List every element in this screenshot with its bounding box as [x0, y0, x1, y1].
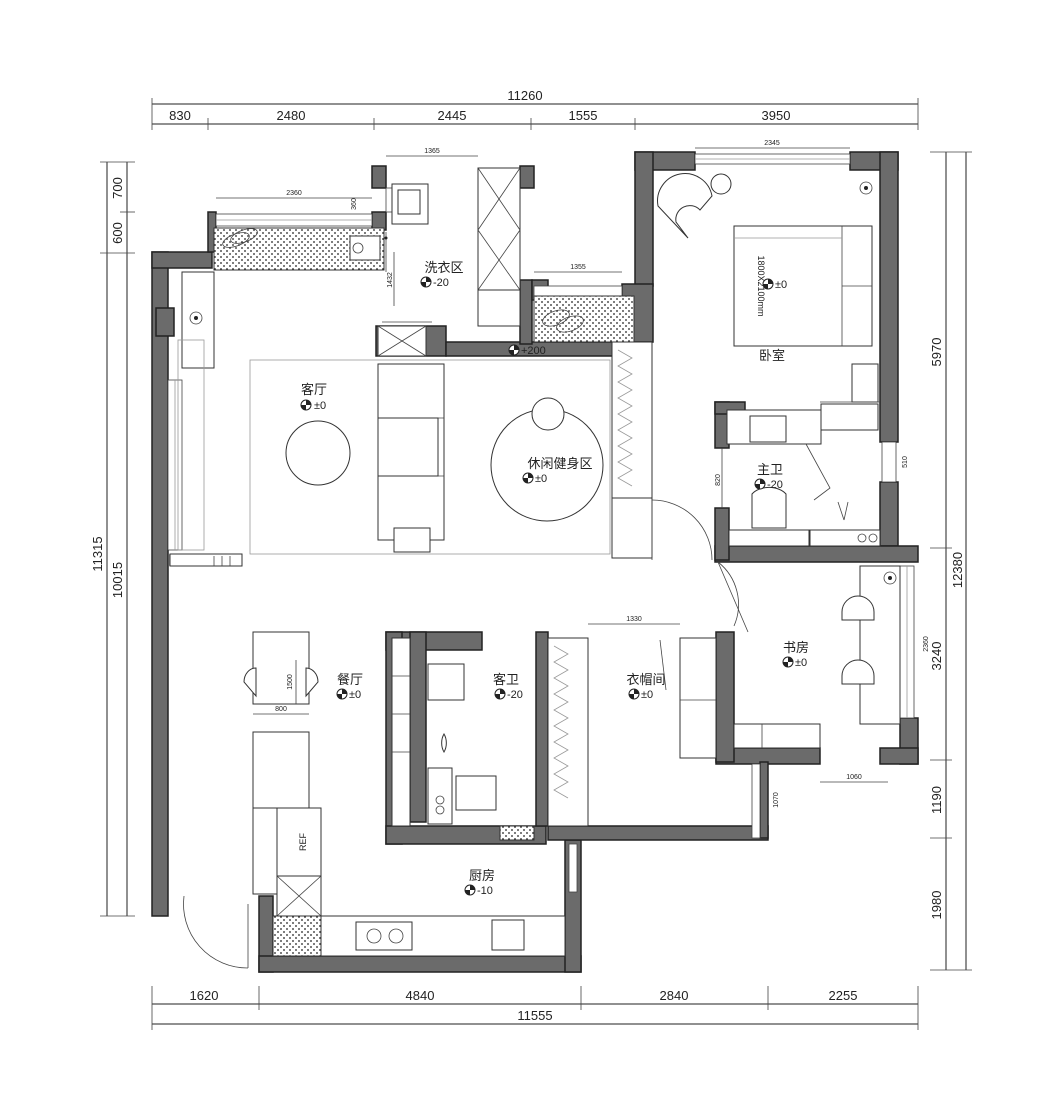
level-bedroom: ±0 [775, 279, 787, 291]
bed-size-label: 1800X2100mm [756, 255, 766, 316]
dim-1060: 1060 [846, 774, 862, 781]
dim-top-5: 3950 [762, 108, 791, 123]
level-guest-bath: -20 [507, 689, 523, 701]
dim-top-3: 2445 [438, 108, 467, 123]
room-label-dining: 餐厅 [337, 672, 363, 687]
level-laundry: -20 [433, 277, 449, 289]
dining-furniture [183, 631, 322, 969]
laundry-area [213, 167, 635, 357]
guest-bath-fixtures [391, 637, 535, 841]
dim-bottom-1: 1620 [190, 988, 219, 1003]
level-corridor: +200 [521, 345, 546, 357]
top-dimensions: 11260 830 2480 2445 1555 3950 [151, 88, 919, 130]
right-dimensions: 5970 3240 1190 1980 12380 [929, 151, 972, 971]
dim-bottom-3: 2840 [660, 988, 689, 1003]
room-label-guest-bath: 客卫 [493, 672, 519, 687]
dim-right-1980: 1980 [929, 891, 944, 920]
bedroom-furniture [657, 173, 880, 403]
dim-bottom-4: 2255 [829, 988, 858, 1003]
corridor-wardrobe [611, 341, 713, 561]
dim-1330: 1330 [626, 616, 642, 623]
dim-360: 360 [351, 198, 358, 210]
dim-left-outer: 11315 [90, 536, 105, 571]
level-living: ±0 [314, 400, 326, 412]
dim-right-5970: 5970 [929, 338, 944, 367]
dim-1355: 1355 [570, 264, 586, 271]
dim-top-total: 11260 [507, 88, 542, 103]
dim-top-2: 2480 [277, 108, 306, 123]
level-cloakroom: ±0 [641, 689, 653, 701]
dim-1432: 1432 [387, 272, 394, 288]
room-label-master-bath: 主卫 [757, 462, 783, 477]
level-leisure: ±0 [535, 473, 547, 485]
dim-right-3240: 3240 [929, 642, 944, 671]
dim-510: 510 [902, 456, 909, 468]
dim-top-4: 1555 [569, 108, 598, 123]
living-room-furniture [169, 271, 611, 567]
windows [167, 153, 915, 893]
dim-2360-study: 2360 [923, 636, 930, 652]
level-dining: ±0 [349, 689, 361, 701]
ceiling-markers [189, 181, 897, 585]
dim-800: 800 [275, 706, 287, 713]
cloakroom-furniture [547, 637, 717, 827]
dim-2345: 2345 [764, 140, 780, 147]
dim-1365: 1365 [424, 148, 440, 155]
room-label-bedroom: 卧室 [759, 348, 785, 363]
dim-left-inner: 10015 [110, 562, 125, 598]
dim-right-total: 12380 [950, 552, 965, 588]
study-furniture [717, 561, 901, 749]
dim-1500: 1500 [287, 674, 294, 690]
level-study: ±0 [795, 657, 807, 669]
dim-right-1190: 1190 [929, 786, 944, 814]
dim-bottom-total: 11555 [517, 1008, 552, 1023]
room-labels: 客厅 ±0 洗衣区 -20 +200 休闲健身区 ±0 卧室 ±0 主卫 -20… [300, 260, 809, 897]
dim-left-700: 700 [110, 177, 125, 199]
dim-2360: 2360 [286, 190, 302, 197]
dim-left-600: 600 [110, 222, 125, 244]
room-label-kitchen: 厨房 [469, 868, 495, 883]
left-dimensions: 700 600 10015 11315 [90, 161, 135, 917]
room-label-leisure: 休闲健身区 [527, 456, 592, 471]
room-label-cloakroom: 衣帽间 [626, 672, 665, 687]
dim-1070: 1070 [773, 792, 780, 808]
dim-820: 820 [715, 474, 722, 486]
ref-label: REF [298, 832, 308, 851]
room-label-laundry: 洗衣区 [424, 260, 463, 275]
level-master-bath: -20 [767, 479, 783, 491]
room-label-study: 书房 [783, 640, 809, 655]
level-kitchen: -10 [477, 885, 493, 897]
dim-bottom-2: 4840 [406, 988, 435, 1003]
room-label-living: 客厅 [301, 382, 327, 397]
kitchen-fixtures [272, 915, 566, 957]
inner-dimensions: 1365 2360 360 1432 1355 2345 510 820 133… [216, 140, 930, 851]
dim-top-1: 830 [169, 108, 191, 123]
bottom-dimensions: 1620 4840 2840 2255 11555 [151, 986, 919, 1030]
master-bath-fixtures [726, 403, 881, 547]
walls [151, 151, 919, 973]
